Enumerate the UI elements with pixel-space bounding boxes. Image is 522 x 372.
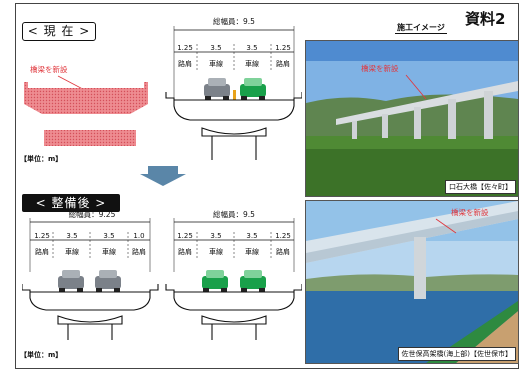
after-right-lane-1: 路肩: [178, 247, 192, 256]
transition-arrow: [140, 166, 186, 186]
after-right-lane-2: 車線: [209, 247, 223, 256]
after-left-seg-2: 3.5: [66, 232, 77, 240]
seg-3: 3.5: [246, 44, 257, 52]
after-left-seg-1: 1.25: [34, 232, 50, 240]
new-bridge-label-top: 橋梁を新設: [30, 65, 68, 74]
after-left-total: 総幅員：9.25: [69, 209, 116, 219]
after-left-lane-4: 路肩: [132, 247, 146, 256]
after-left-section: 総幅員：9.25 1.25 3.5 3.5 1.0 路肩 車線 車線 路肩: [22, 209, 159, 340]
after-right-lane-4: 路肩: [276, 247, 290, 256]
deck-outline: [165, 92, 302, 121]
document-label: 資料2: [465, 10, 506, 28]
seg-2: 3.5: [210, 44, 221, 52]
after-right-seg-3: 3.5: [246, 232, 257, 240]
photo-kuchiishi-bridge: 橋梁を新設 口石大橋【佐々町】: [305, 40, 519, 197]
hatched-deck: [24, 82, 148, 114]
after-right-seg-1: 1.25: [177, 232, 193, 240]
after-right-seg-2: 3.5: [210, 232, 221, 240]
stage-after-label: < 整備後 >: [22, 194, 120, 212]
after-right-section: 総幅員：9.5 1.25 3.5 3.5 1.25 路肩 車線 車線 路肩: [165, 209, 302, 340]
stage-current-label: < 現 在 >: [22, 22, 96, 41]
pier-cap: [201, 127, 267, 137]
new-bridge-label-photo1: 橋梁を新設: [361, 64, 399, 73]
new-bridge-label-photo2: 橋梁を新設: [451, 208, 489, 217]
photo2-caption: 佐世保高架橋(海上部)【佐世保市】: [397, 347, 516, 361]
after-left-lane-1: 路肩: [35, 247, 49, 256]
seg-1: 1.25: [177, 44, 193, 52]
unit-label-bottom: 【単位：m】: [20, 351, 63, 359]
photo1-caption: 口石大橋【佐々町】: [445, 180, 516, 194]
lane-2: 車線: [209, 59, 223, 68]
construction-image-label: 施工イメージ: [395, 23, 447, 34]
after-left-lane-2: 車線: [65, 247, 79, 256]
after-right-total: 総幅員：9.5: [213, 209, 255, 219]
photo-sasebo-viaduct: 橋梁を新設 佐世保高架橋(海上部)【佐世保市】: [305, 200, 519, 364]
existing-section-diagram: [24, 75, 148, 146]
after-left-seg-4: 1.0: [133, 232, 144, 240]
car-green-1: [202, 270, 228, 292]
unit-label-top: 【単位：m】: [20, 155, 63, 163]
lane-4: 路肩: [276, 59, 290, 68]
lane-3: 車線: [245, 59, 259, 68]
after-left-seg-3: 3.5: [103, 232, 114, 240]
after-right-seg-4: 1.25: [275, 232, 291, 240]
bridge-photo-1-illustration: [306, 41, 518, 196]
car-green: [240, 78, 266, 100]
after-right-lane-3: 車線: [245, 247, 259, 256]
car-green-2: [240, 270, 266, 292]
hatched-pier: [44, 130, 136, 146]
pole: [233, 90, 236, 100]
current-cross-section: 総幅員：9.5 1.25 3.5 3.5 1.25 路肩 車線 車線 路肩: [165, 16, 302, 160]
car-gray-1: [58, 270, 84, 292]
car-gray-2: [95, 270, 121, 292]
total-width-label: 総幅員：9.5: [213, 16, 255, 26]
seg-4: 1.25: [275, 44, 291, 52]
car-gray: [204, 78, 230, 100]
lane-1: 路肩: [178, 59, 192, 68]
after-left-lane-3: 車線: [102, 247, 116, 256]
bridge-photo-2-illustration: [306, 201, 518, 363]
